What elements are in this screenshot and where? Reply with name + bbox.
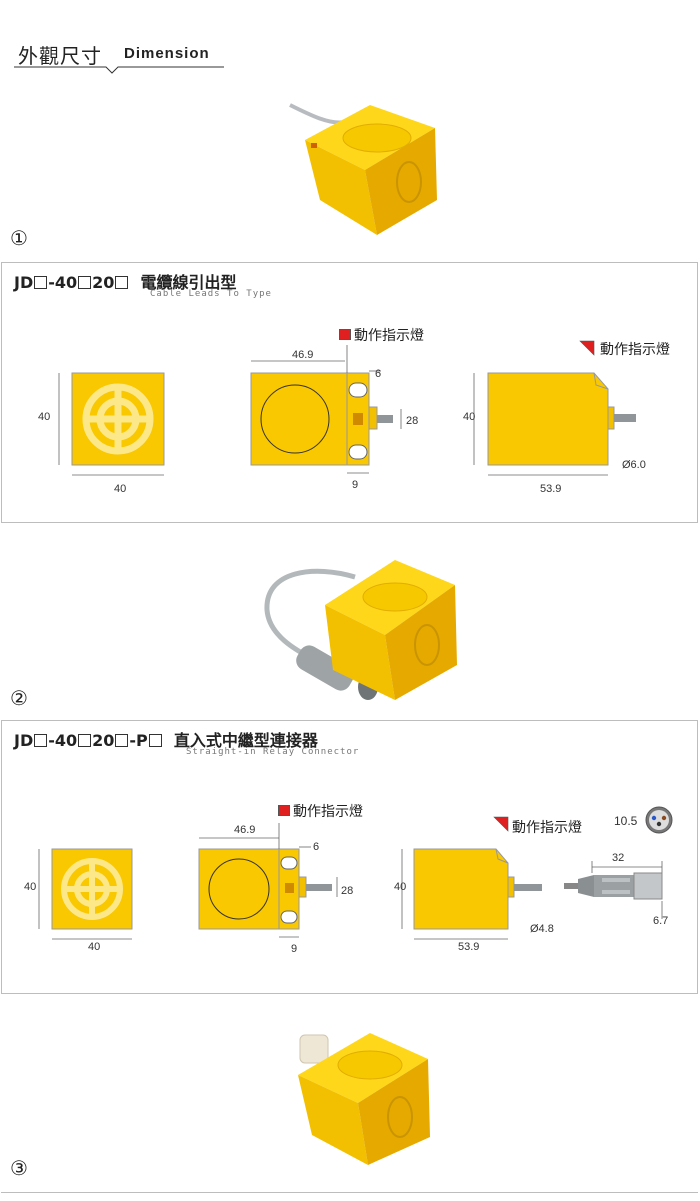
dim-front-w-2: 40 xyxy=(88,941,101,953)
led-icon xyxy=(339,329,351,340)
top-view-2 xyxy=(198,823,338,938)
dim-cable-d-1: Ø6.0 xyxy=(622,459,646,471)
indicator-label-top-2: 動作指示燈 xyxy=(278,801,363,821)
dim-top-gap-2: 6 xyxy=(313,841,320,853)
dim-side-w-1: 53.9 xyxy=(540,483,562,495)
panel-3-top-edge xyxy=(1,1192,698,1201)
dim-front-w-1: 40 xyxy=(114,483,127,495)
page-title-en: Dimension xyxy=(124,45,210,62)
title-underline xyxy=(14,66,224,74)
page-title-zh: 外觀尺寸 xyxy=(18,44,102,68)
dim-top-gap-1: 6 xyxy=(375,368,382,380)
dim-cable-d-2: Ø4.8 xyxy=(530,923,554,935)
type-zh-2: 直入式中繼型連接器 xyxy=(173,731,318,750)
side-view-1 xyxy=(473,372,636,476)
dim-front-h-1: 40 xyxy=(38,411,51,423)
indicator-label-side-2: 動作指示燈 xyxy=(512,820,582,836)
indicator-triangle-icon xyxy=(493,816,509,832)
section-number-3: ③ xyxy=(10,1156,28,1180)
dim-top-w-1: 46.9 xyxy=(292,349,314,361)
connector-drawing xyxy=(564,861,663,919)
dim-side-w-2: 53.9 xyxy=(458,941,480,953)
indicator-triangle-icon xyxy=(579,340,595,356)
side-view-2 xyxy=(401,848,542,940)
dim-top-w-2: 46.9 xyxy=(234,824,256,836)
led-icon xyxy=(278,805,290,816)
type-zh-1: 電纜線引出型 xyxy=(140,273,237,292)
dim-top-h-2: 28 xyxy=(341,885,354,897)
dim-conn-d-2: 6.7 xyxy=(653,915,669,927)
top-view-1 xyxy=(250,345,402,474)
type-en-1: Cable Leads To Type xyxy=(150,289,272,299)
dim-pin-d-2: 10.5 xyxy=(614,814,638,828)
dim-side-h-2: 40 xyxy=(394,881,407,893)
dim-top-b-1: 9 xyxy=(352,479,359,491)
indicator-label-side-1: 動作指示燈 xyxy=(600,342,670,358)
connector-pin-face-icon xyxy=(645,806,673,834)
product-photo-terminal xyxy=(298,1033,430,1165)
dim-side-h-1: 40 xyxy=(463,411,476,423)
section-number-1: ① xyxy=(10,226,28,250)
product-photo-cable xyxy=(289,103,437,235)
dim-top-b-2: 9 xyxy=(291,943,298,955)
front-view-1 xyxy=(58,372,165,476)
dim-front-h-2: 40 xyxy=(24,881,37,893)
dim-top-h-1: 28 xyxy=(406,415,419,427)
type-en-2: Straight-in Relay Connector xyxy=(186,747,360,757)
dim-conn-len-2: 32 xyxy=(612,852,625,864)
section-number-2: ② xyxy=(10,686,28,710)
indicator-label-top-1: 動作指示燈 xyxy=(339,325,424,345)
product-photo-connector xyxy=(264,560,457,700)
front-view-2 xyxy=(38,848,133,940)
